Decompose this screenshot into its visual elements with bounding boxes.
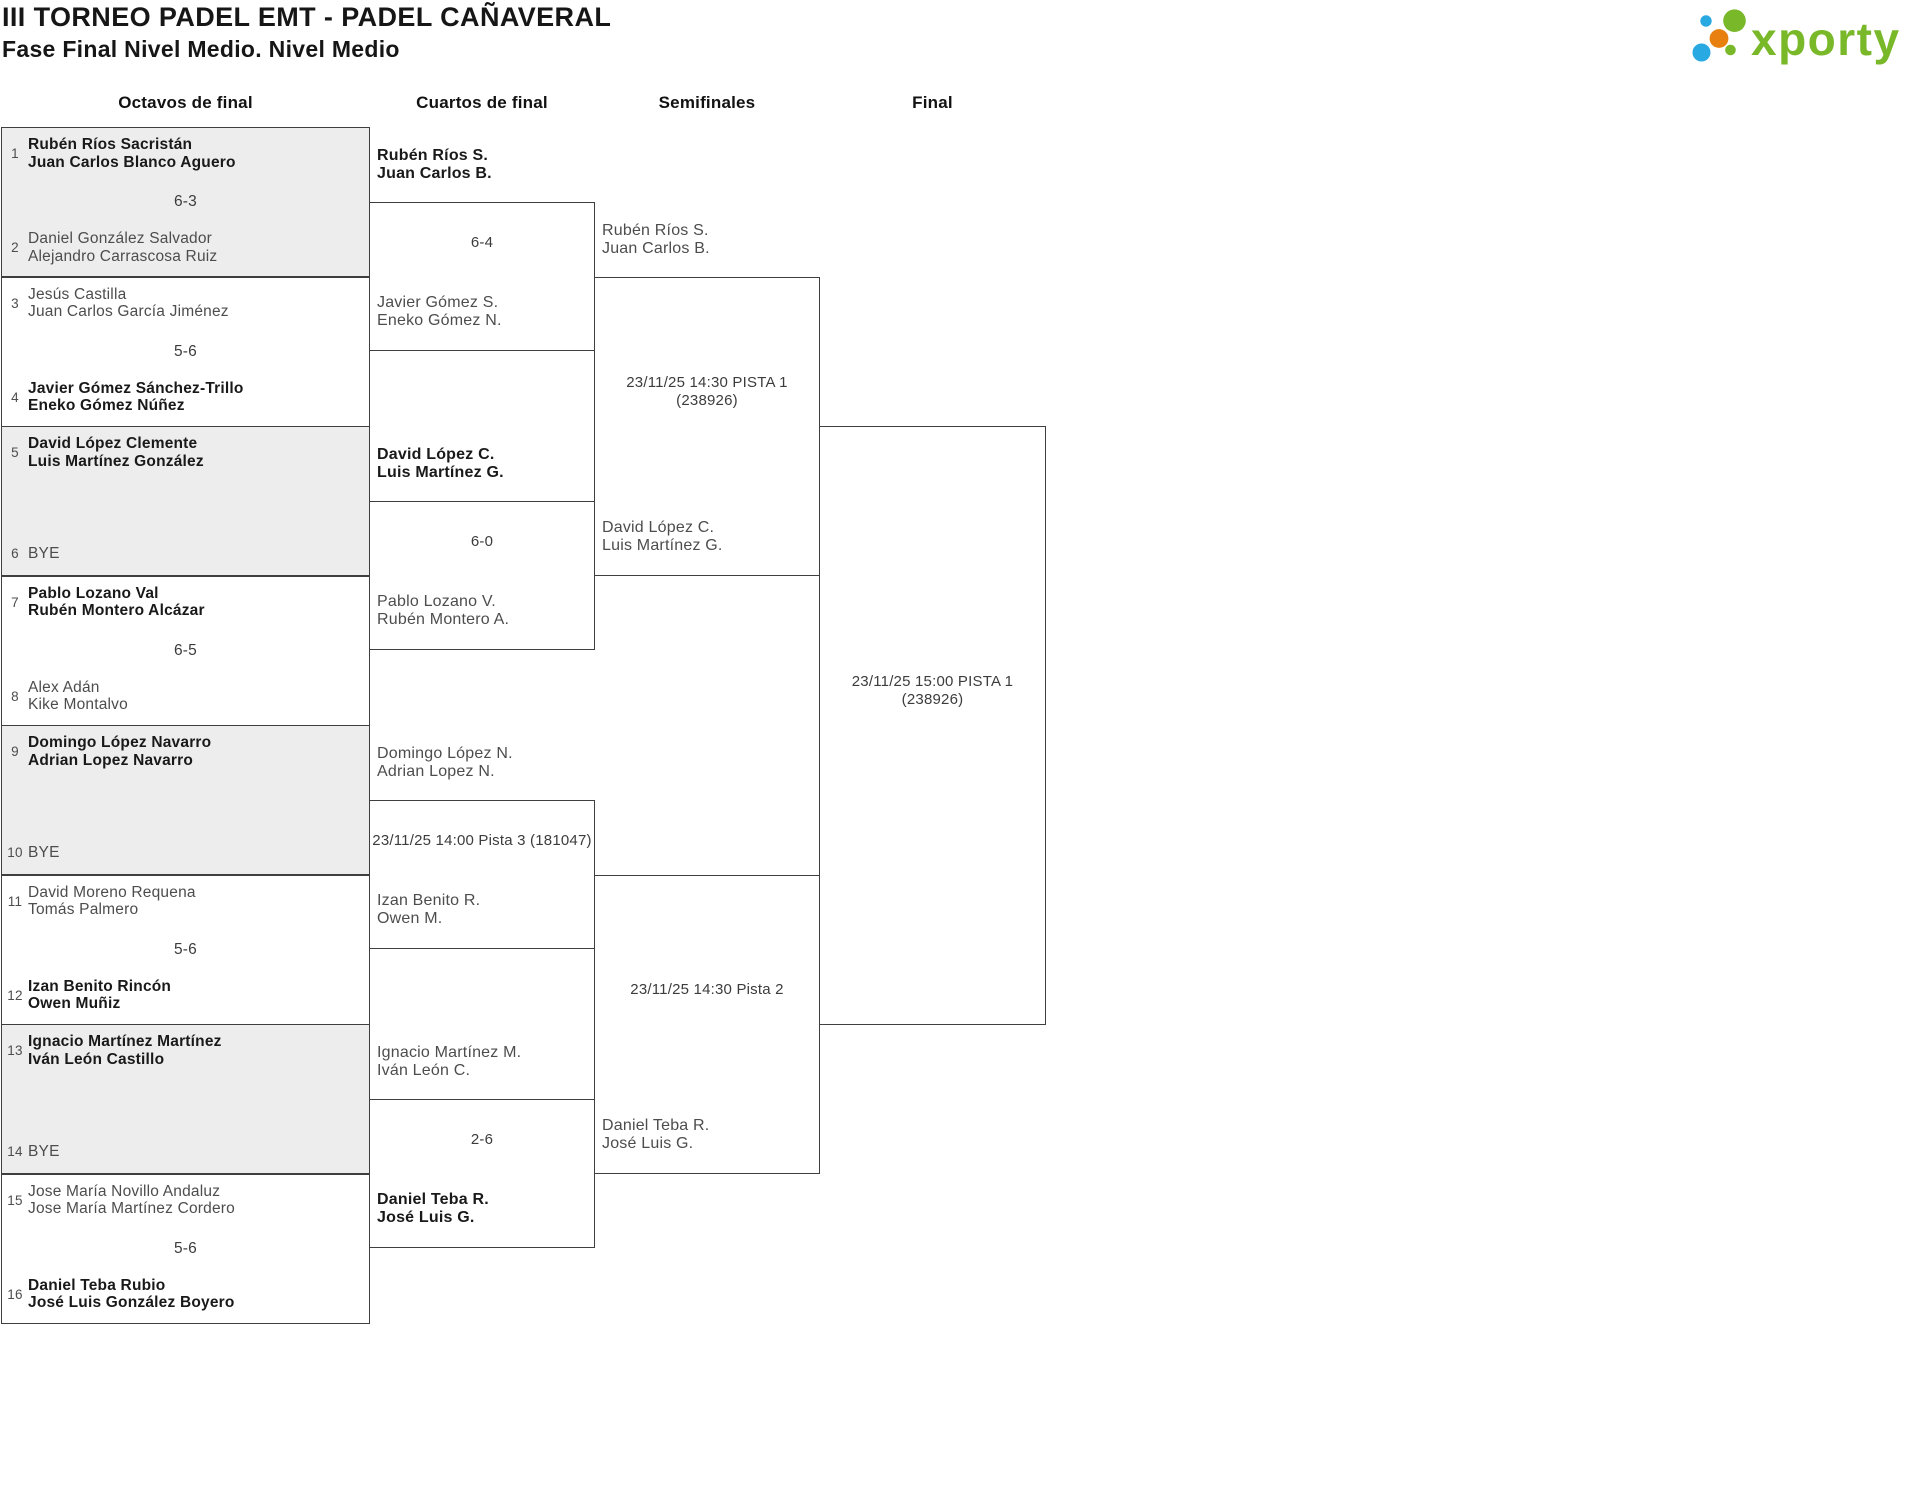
seed-number: 2 — [11, 240, 19, 255]
match-score: 6-5 — [173, 641, 197, 659]
seed-number: 13 — [7, 1043, 23, 1058]
team-name: Izan Benito R.Owen M. — [377, 892, 481, 928]
match-sf-1: Rubén Ríos S.Juan Carlos B. 23/11/25 14:… — [594, 222, 820, 576]
team-name: Rubén Ríos S.Juan Carlos B. — [602, 221, 710, 257]
round-header-cuartos: Cuartos de final — [416, 93, 548, 112]
match-score: 6-0 — [470, 532, 494, 550]
match-qf-3: Domingo López N.Adrian Lopez N. 23/11/25… — [369, 745, 595, 950]
match-score: 5-6 — [173, 940, 197, 958]
team-name: Daniel Teba R.José Luis G. — [602, 1116, 710, 1152]
round-header-octavos: Octavos de final — [118, 93, 253, 112]
match-score: 5-6 — [173, 1239, 197, 1257]
seed-number: 6 — [11, 545, 19, 561]
match-qf-4: Ignacio Martínez M.Iván León C. 2-6 Dani… — [369, 1044, 595, 1249]
seed-number: 16 — [7, 1286, 23, 1302]
xporty-logo-text: xporty — [1751, 13, 1901, 65]
match-score: 6-3 — [173, 193, 197, 210]
round-header-final: Final — [912, 93, 953, 112]
match-schedule: 23/11/25 14:00 Pista 3 (181047) — [372, 831, 592, 849]
match-score: 2-6 — [470, 1130, 494, 1148]
seed-number: 4 — [11, 389, 19, 405]
match-score: 5-6 — [173, 342, 197, 360]
team-name: Javier Gómez S.Eneko Gómez N. — [377, 294, 502, 330]
team-name: David López C.Luis Martínez G. — [377, 445, 504, 481]
match-schedule: 23/11/25 14:30 Pista 2 — [630, 980, 784, 998]
seed-number: 5 — [11, 445, 19, 460]
bye-label: BYE — [28, 1142, 60, 1160]
team-name: Rubén Ríos S.Juan Carlos B. — [377, 146, 492, 182]
bye-label: BYE — [28, 843, 60, 861]
seed-number: 14 — [7, 1143, 23, 1159]
match-score: 6-4 — [470, 233, 494, 251]
team-name: Pablo Lozano V.Rubén Montero A. — [377, 593, 510, 629]
match-schedule: 23/11/25 15:00 PISTA 1(238926) — [851, 673, 1014, 708]
match-schedule: 23/11/25 14:30 PISTA 1(238926) — [626, 373, 788, 409]
xporty-logo-icon — [1692, 9, 1746, 62]
match-sf-2: 23/11/25 14:30 Pista 2 Daniel Teba R.Jos… — [594, 874, 820, 1174]
seed-number: 10 — [7, 844, 23, 860]
match-qf-2: David López C.Luis Martínez G. 6-0 Pablo… — [369, 446, 595, 651]
bye-label: BYE — [28, 544, 60, 562]
match-qf-1: Rubén Ríos S.Juan Carlos B. 6-4 Javier G… — [369, 147, 595, 352]
team-name: Ignacio Martínez M.Iván León C. — [377, 1043, 522, 1079]
seed-number: 3 — [11, 295, 19, 311]
team-name: Domingo López N.Adrian Lopez N. — [377, 744, 513, 780]
seed-number: 8 — [11, 688, 19, 704]
seed-number: 7 — [11, 594, 19, 610]
seed-number: 15 — [7, 1192, 23, 1208]
round-header-semifinales: Semifinales — [658, 93, 756, 112]
match-final: 23/11/25 15:00 PISTA 1(238926) — [819, 426, 1046, 1025]
category-subtitle: Fase Final Nivel Medio. Nivel Medio — [2, 36, 400, 62]
seed-number: 9 — [11, 744, 19, 759]
seed-number: 12 — [7, 987, 23, 1003]
seed-number: 11 — [7, 893, 23, 909]
team-name: David López C.Luis Martínez G. — [602, 518, 723, 554]
team-name: Daniel Teba R.José Luis G. — [377, 1191, 489, 1227]
tournament-title: III TORNEO PADEL EMT - PADEL CAÑAVERAL — [2, 2, 612, 32]
seed-number: 1 — [11, 146, 19, 161]
